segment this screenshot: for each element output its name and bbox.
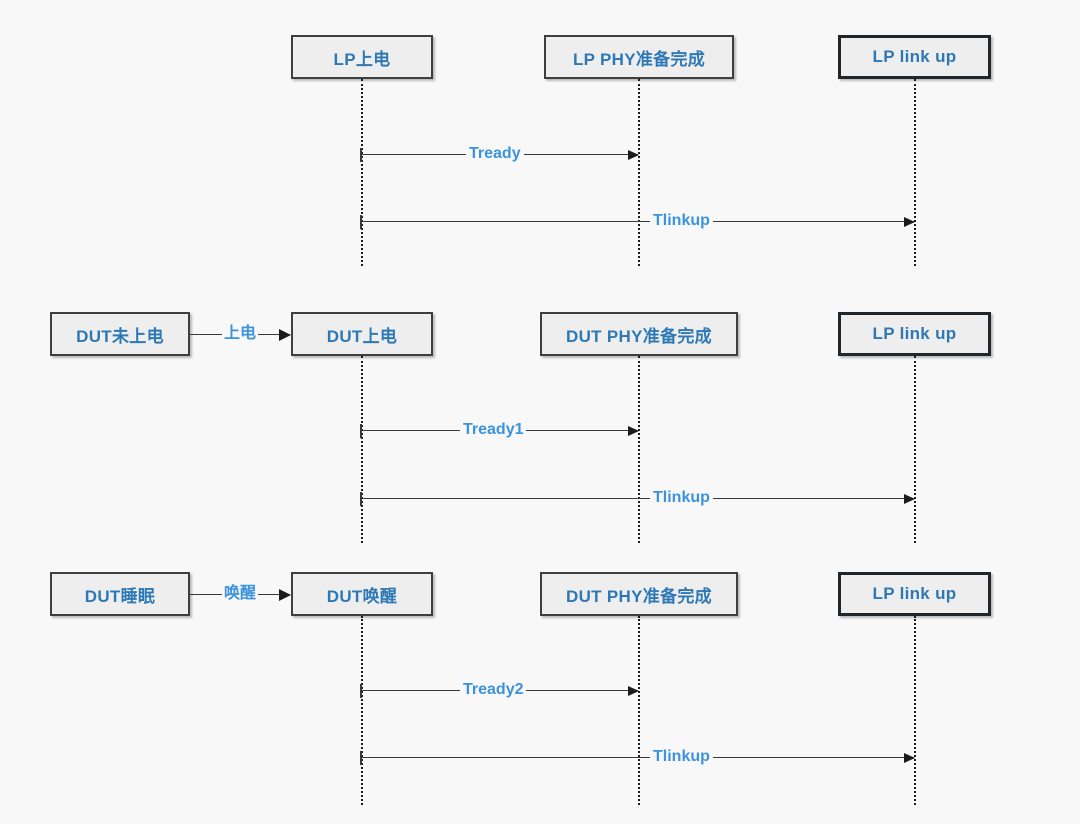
message-label-tready1: Tready1	[460, 422, 527, 438]
arrowhead-icon	[628, 426, 639, 436]
node-lp-power-on[interactable]: LP上电	[291, 35, 433, 79]
lifeline-dut-phy-ready-2	[638, 616, 640, 805]
node-lp-link-up-2[interactable]: LP link up	[838, 312, 991, 356]
arrowhead-icon	[904, 494, 915, 504]
message-tail	[360, 492, 362, 506]
message-label-tlinkup-3: Tlinkup	[650, 749, 713, 765]
arrowhead-icon	[628, 686, 639, 696]
lifeline-lp-power-on	[361, 79, 363, 266]
lifeline-dut-wakeup	[361, 616, 363, 805]
message-tlinkup-3	[360, 751, 915, 765]
lifeline-dut-phy-ready-1	[638, 356, 640, 543]
trigger-label-power-on: 上电	[221, 325, 259, 342]
message-tail	[360, 751, 362, 765]
trigger-label-wakeup: 唤醒	[221, 585, 259, 602]
lifeline-lp-link-up-2	[914, 356, 916, 543]
node-lp-phy-ready[interactable]: LP PHY准备完成	[544, 35, 734, 79]
lifeline-lp-link-up-1	[914, 79, 916, 266]
message-tlinkup-1	[360, 215, 915, 229]
message-tail	[360, 684, 362, 698]
lifeline-dut-power-on	[361, 356, 363, 543]
node-lp-link-up-1[interactable]: LP link up	[838, 35, 991, 79]
lifeline-lp-phy-ready	[638, 79, 640, 266]
arrowhead-icon	[628, 150, 639, 160]
message-tail	[360, 215, 362, 229]
lifeline-lp-link-up-3	[914, 616, 916, 805]
node-dut-phy-ready-2[interactable]: DUT PHY准备完成	[540, 572, 738, 616]
message-tail	[360, 148, 362, 162]
node-dut-not-powered[interactable]: DUT未上电	[50, 312, 190, 356]
message-tlinkup-2	[360, 492, 915, 506]
node-dut-wakeup[interactable]: DUT唤醒	[291, 572, 433, 616]
message-label-tlinkup-1: Tlinkup	[650, 213, 713, 229]
node-dut-sleep[interactable]: DUT睡眠	[50, 572, 190, 616]
arrowhead-icon	[904, 753, 915, 763]
message-label-tready: Tready	[466, 146, 524, 162]
arrowhead-icon	[279, 589, 291, 601]
message-tail	[360, 424, 362, 438]
node-lp-link-up-3[interactable]: LP link up	[838, 572, 991, 616]
node-dut-power-on[interactable]: DUT上电	[291, 312, 433, 356]
message-label-tlinkup-2: Tlinkup	[650, 490, 713, 506]
arrowhead-icon	[279, 329, 291, 341]
node-dut-phy-ready-1[interactable]: DUT PHY准备完成	[540, 312, 738, 356]
message-label-tready2: Tready2	[460, 682, 527, 698]
arrowhead-icon	[904, 217, 915, 227]
